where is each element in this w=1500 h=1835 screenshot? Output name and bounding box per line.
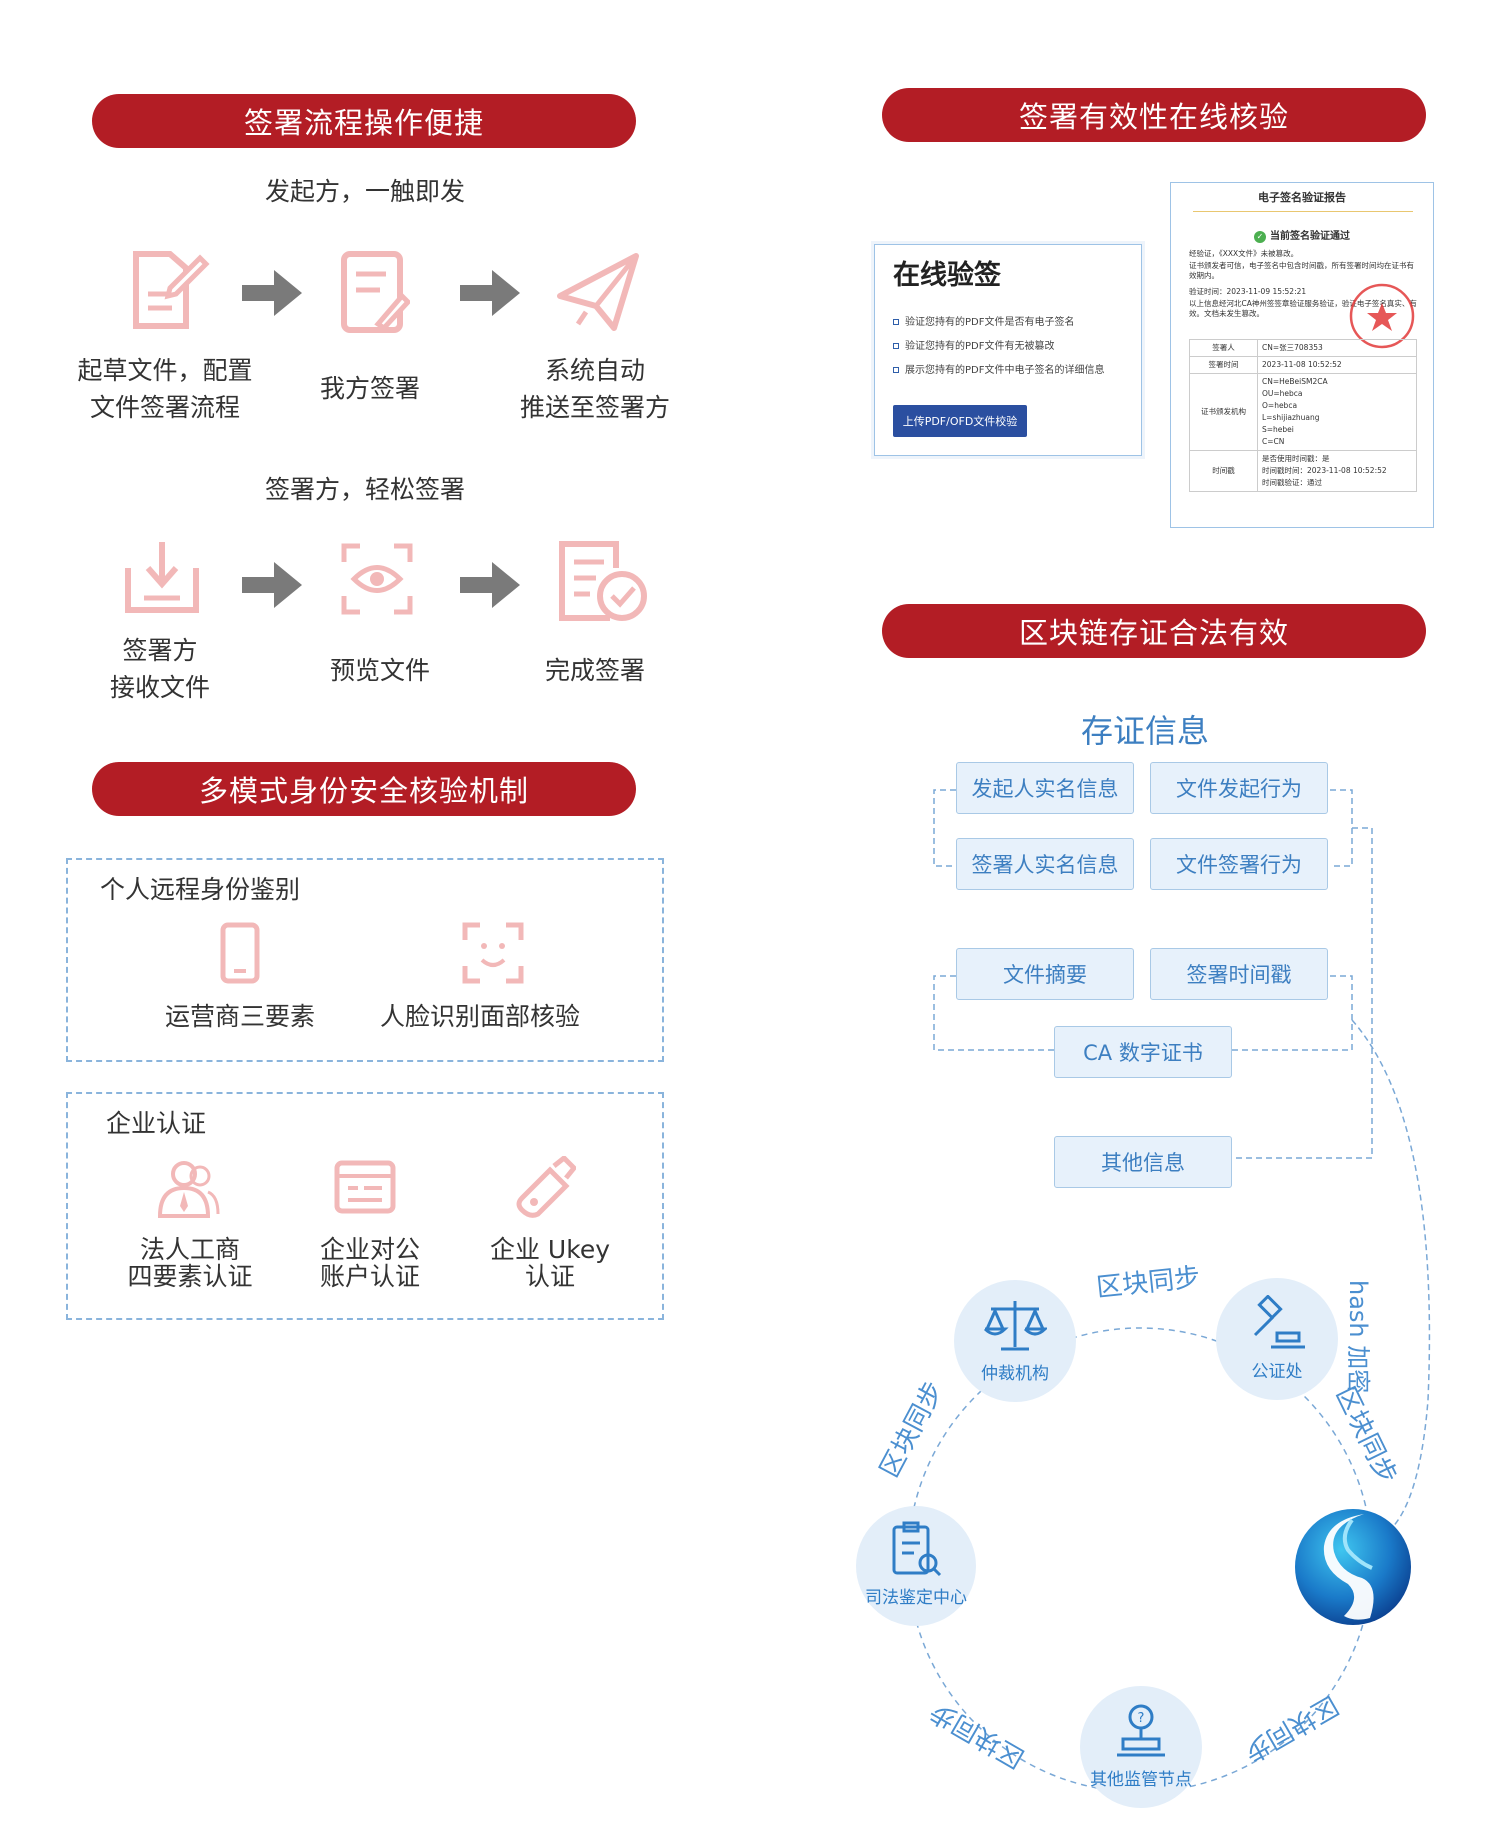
personal-auth-box (66, 858, 664, 1062)
preview-eye-icon (341, 543, 413, 615)
draft-document-icon (133, 251, 210, 329)
evidence-heading: 存证信息 (1080, 712, 1209, 750)
completed-document-icon (559, 541, 647, 621)
online-verify-bullet: 展示您持有的PDF文件中电子签名的详细信息 (893, 361, 1104, 376)
online-verify-bullet: 验证您持有的PDF文件是否有电子签名 (893, 313, 1074, 328)
stamp-question-icon: ? (1117, 1704, 1165, 1757)
chain-title: 区块链存证合法有效 (882, 604, 1426, 658)
face-recognition-icon (462, 922, 524, 984)
report-para: 证书颁发者可信，电子签名中包含时间戳，所有签署时间均在证书有效期内。 (1189, 261, 1414, 280)
step-draft-label: 起草文件，配置 文件签署流程 (77, 356, 253, 422)
evidence-tag: 签署时间戳 (1150, 948, 1328, 1000)
evidence-tag: 发起人实名信息 (956, 762, 1134, 814)
evidence-tag: 文件发起行为 (1150, 762, 1328, 814)
gavel-icon (1253, 1295, 1305, 1349)
carrier-three-factor-label: 运营商三要素 (164, 1002, 315, 1031)
evidence-connectors (933, 789, 1431, 1531)
identity-title: 多模式身份安全核验机制 (92, 762, 636, 816)
judicial-appraisal-node: 司法鉴定中心 (856, 1506, 976, 1626)
legal-four-factor-label: 法人工商 四要素认证 (127, 1235, 253, 1291)
notary-node: 公证处 (1216, 1278, 1338, 1400)
upload-verify-button[interactable]: 上传PDF/OFD文件校验 (893, 405, 1027, 437)
corporate-account-label: 企业对公 账户认证 (319, 1235, 420, 1291)
svg-text:?: ? (1138, 1711, 1145, 1726)
legal-person-icon (157, 1161, 220, 1218)
enterprise-auth-box (66, 1092, 664, 1320)
report-para: 经验证，《XXX文件》未被篡改。 (1189, 249, 1299, 258)
receive-file-icon (125, 542, 199, 613)
enterprise-auth-title: 企业认证 (106, 1109, 207, 1138)
arrow-right-icon (460, 270, 520, 316)
step-preview-label: 预览文件 (329, 656, 430, 685)
sign-document-icon (341, 251, 410, 333)
report-title: 电子签名验证报告 (1258, 191, 1346, 204)
evidence-tag: 其他信息 (1054, 1136, 1232, 1188)
step-receive-label: 签署方 接收文件 (109, 636, 210, 702)
check-circle-icon: ✓ (1254, 231, 1266, 243)
initiator-subtitle: 发起方，一触即发 (264, 177, 465, 206)
evidence-tag: 文件签署行为 (1150, 838, 1328, 890)
arrow-right-icon (242, 270, 302, 316)
face-verify-label: 人脸识别面部核验 (379, 1002, 580, 1031)
step-self-sign-label: 我方签署 (319, 374, 420, 403)
step-push-label: 系统自动 推送至签署方 (519, 356, 670, 422)
report-para: 以上信息经河北CA神州签签章验证服务验证，验证电子签名真实、有效。文档未发生篡改… (1189, 299, 1417, 318)
paper-plane-icon (557, 253, 639, 331)
signer-subtitle: 签署方，轻松签署 (264, 475, 465, 504)
arbitration-node: 仲裁机构 (954, 1280, 1076, 1402)
step-complete-label: 完成签署 (544, 656, 645, 685)
enterprise-ukey-label: 企业 Ukey 认证 (489, 1235, 610, 1291)
blockchain-logo-icon (1295, 1509, 1411, 1625)
arrow-right-icon (460, 562, 520, 608)
evidence-tag: CA 数字证书 (1054, 1026, 1232, 1078)
scales-icon (983, 1301, 1047, 1351)
report-para: 验证时间：2023-11-09 15:52:21 (1189, 287, 1307, 296)
evidence-tag: 文件摘要 (956, 948, 1134, 1000)
arrow-right-icon (242, 562, 302, 608)
mobile-phone-icon (220, 922, 260, 984)
ukey-icon (516, 1156, 576, 1218)
online-verify-heading: 在线验签 (893, 260, 1001, 291)
online-verify-bullet: 验证您持有的PDF文件有无被篡改 (893, 337, 1054, 352)
report-search-icon (892, 1521, 942, 1577)
report-status: ✓当前签名验证通过 (1171, 227, 1433, 243)
bank-account-icon (334, 1160, 396, 1214)
personal-auth-title: 个人远程身份鉴别 (100, 875, 301, 904)
evidence-tag: 签署人实名信息 (956, 838, 1134, 890)
online-verify-card: 在线验签 验证您持有的PDF文件是否有电子签名 验证您持有的PDF文件有无被篡改… (874, 244, 1142, 456)
flow-title: 签署流程操作便捷 (92, 94, 636, 148)
verify-title: 签署有效性在线核验 (882, 88, 1426, 142)
verify-report-card: 电子签名验证报告 ✓当前签名验证通过 经验证，《XXX文件》未被篡改。 证书颁发… (1170, 182, 1434, 528)
other-regulator-node: ? 其他监管节点 (1080, 1686, 1202, 1808)
